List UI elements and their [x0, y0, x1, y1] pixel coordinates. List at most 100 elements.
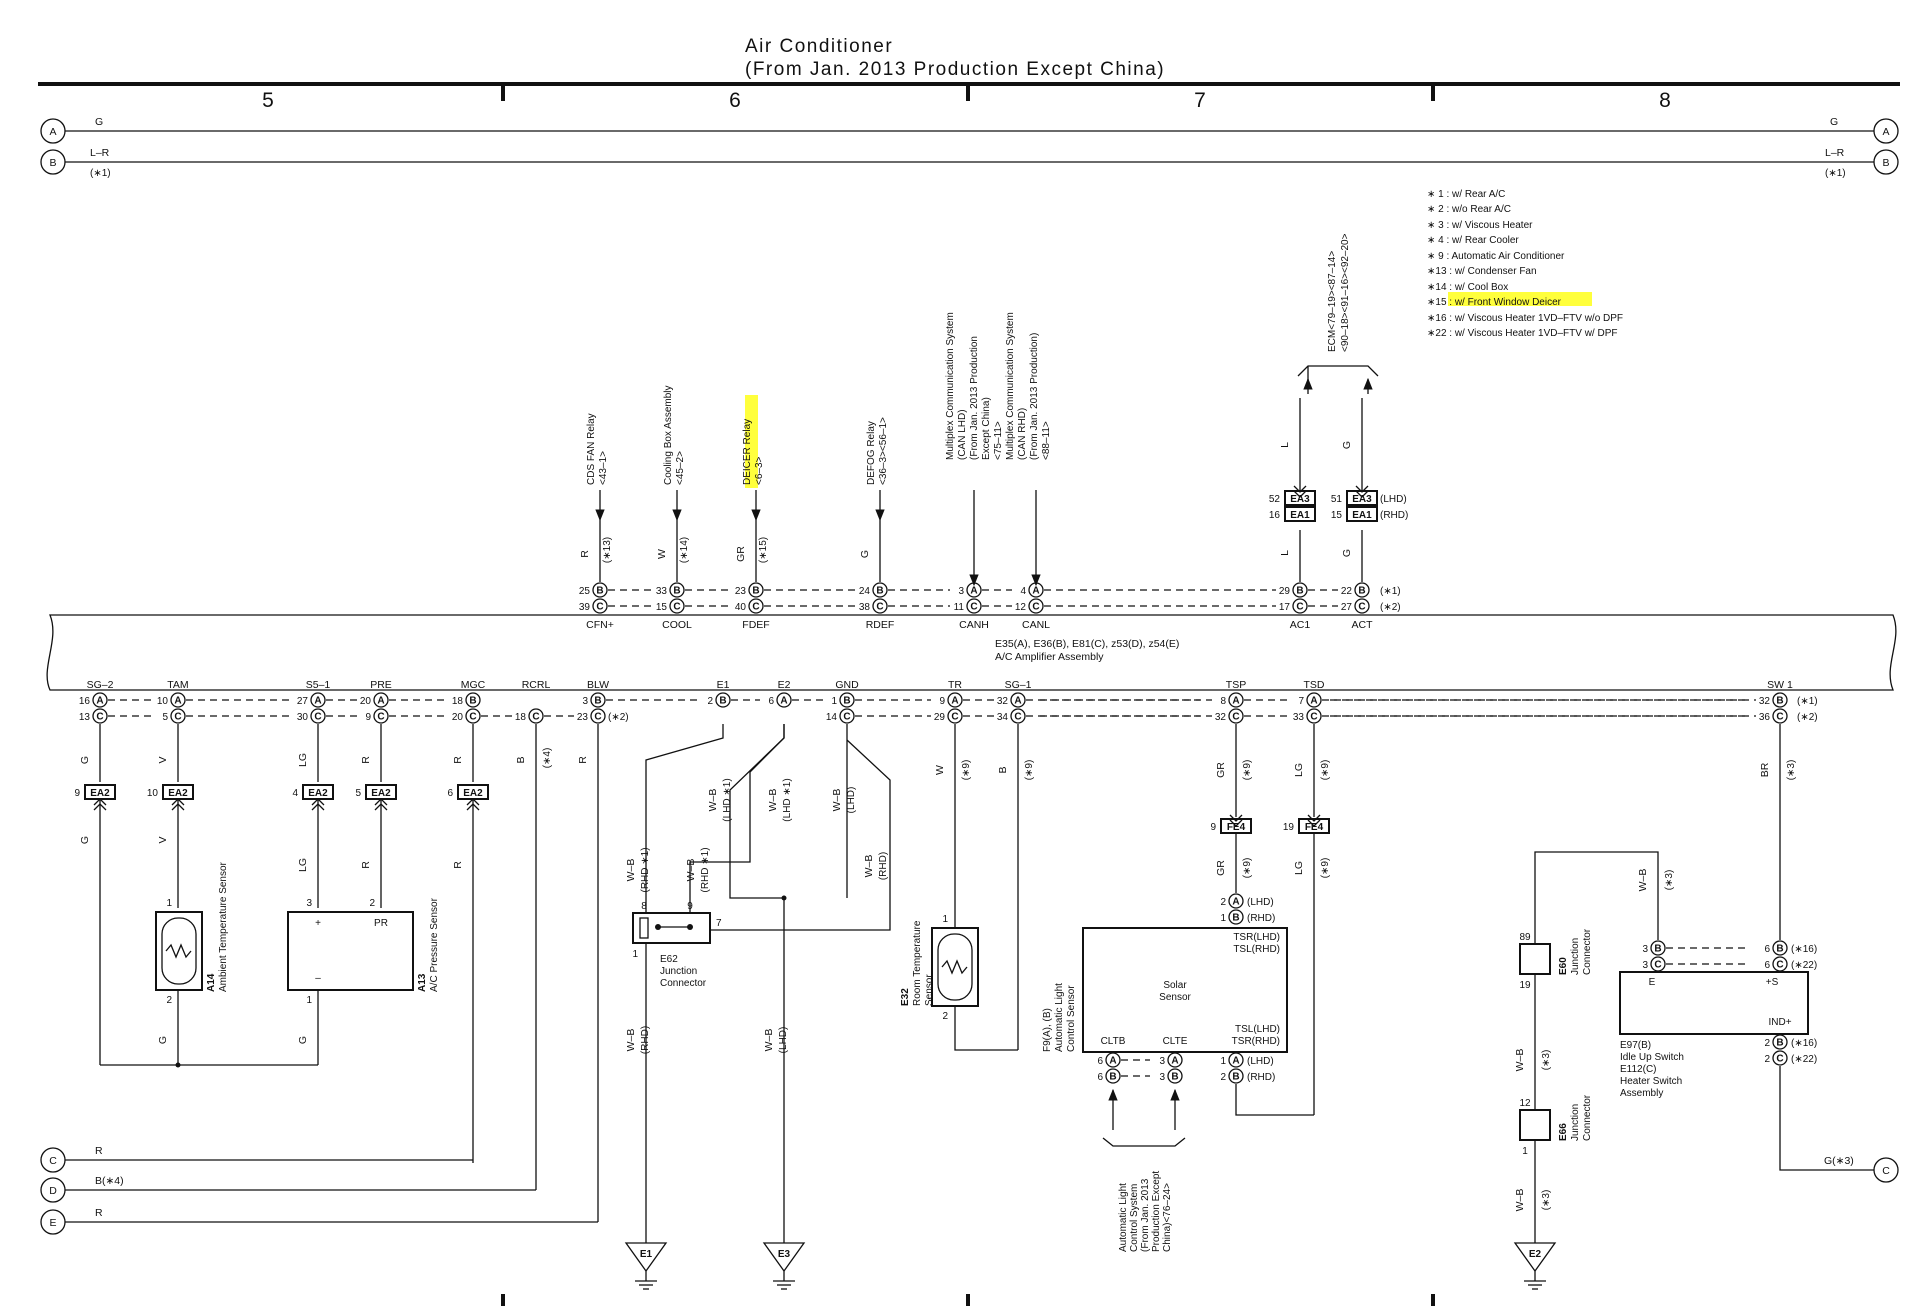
component-name: Junction: [1570, 1104, 1581, 1141]
connector-name: EA2: [308, 788, 328, 799]
bus-id: C: [49, 1155, 57, 1167]
legend-item: ∗ 1 : w/ Rear A/C: [1427, 189, 1505, 200]
connector-name: EA2: [371, 788, 391, 799]
wire-color: B: [515, 756, 527, 763]
bus-id: D: [49, 1185, 57, 1197]
connector-letter: A: [377, 696, 384, 707]
wire-color: LG: [1293, 763, 1305, 777]
wire-color: R: [360, 861, 372, 869]
option-note: (∗9): [1242, 760, 1253, 781]
pin-number: 38: [859, 602, 871, 613]
connector-letter: B: [1776, 696, 1783, 707]
pin-number: 1: [306, 995, 312, 1006]
terminal-name: S5–1: [306, 679, 331, 691]
pin-number: 15: [656, 602, 668, 613]
pin-number: 3: [1642, 944, 1648, 955]
pin-number: 34: [997, 712, 1009, 723]
connector-pin: [1228, 1068, 1244, 1084]
connector-letter: B: [1232, 913, 1239, 924]
connector-pin-number: 51: [1331, 494, 1343, 505]
pin-number: 23: [577, 712, 589, 723]
pin-number: 18: [452, 696, 464, 707]
pin-number: 1: [632, 949, 638, 960]
pin-number: 33: [1293, 712, 1305, 723]
wire-color: G(∗3): [1824, 1155, 1854, 1167]
terminal-name: E1: [717, 679, 730, 691]
component-id: E32: [900, 988, 911, 1006]
option-note: (RHD ∗1): [640, 847, 651, 892]
source-ref: <43–1>: [598, 451, 609, 485]
connector-letter: C: [1654, 960, 1661, 971]
pin-label: TSL(LHD): [1235, 1024, 1280, 1035]
component-name: Sensor: [1159, 992, 1191, 1003]
wire-color: R: [452, 756, 464, 764]
terminal-pin-b: [1292, 582, 1308, 598]
brace: [1102, 1137, 1186, 1147]
component-id: E66: [1558, 1123, 1569, 1141]
connector-letter: C: [970, 602, 977, 613]
connector-letter: C: [96, 712, 103, 723]
amplifier-name: A/C Amplifier Assembly: [995, 651, 1104, 663]
pin-number: 2: [1764, 1038, 1770, 1049]
source-ref: <6–3>: [754, 456, 765, 485]
source-name: CDS FAN Relay: [586, 413, 597, 485]
pin-label: +S: [1766, 977, 1779, 988]
connector-letter: B: [1654, 944, 1661, 955]
column-5: 5: [262, 89, 274, 112]
connector-pin: [92, 708, 108, 724]
pin-number: 9: [365, 712, 371, 723]
terminal-name: COOL: [662, 619, 692, 631]
option-note: (RHD): [1247, 913, 1275, 924]
svg-text:G: G: [1830, 116, 1838, 128]
option-note: (∗9): [1320, 858, 1331, 879]
connector-pin: [590, 708, 606, 724]
pin-number: 23: [735, 586, 747, 597]
connector-letter: C: [843, 712, 850, 723]
connector-ea3: [1284, 490, 1316, 506]
terminal-name: MGC: [461, 679, 486, 691]
connector-pin: [1228, 893, 1244, 909]
pin-number: 1: [1220, 1056, 1226, 1067]
terminal-pin-b: [669, 582, 685, 598]
column-7: 7: [1194, 89, 1206, 112]
wire-color: B(∗4): [95, 1175, 124, 1187]
connector-letter: B: [1358, 586, 1365, 597]
option-note: (∗4): [542, 748, 553, 769]
connector-pin: [947, 692, 963, 708]
wire-color: W–B: [767, 789, 779, 812]
option-note: (∗1): [1380, 586, 1401, 597]
ecm-label: ECM<79–19><87–14> <90–18><91–16><92–20>: [1327, 233, 1351, 352]
option-note: (∗9): [1024, 760, 1035, 781]
wire-color: G: [79, 756, 91, 764]
connector-pin: [310, 708, 326, 724]
pin-label: IND+: [1768, 1017, 1791, 1028]
source-name: Control System: [1129, 1184, 1140, 1252]
component-name: Ambient Temperature Sensor: [218, 861, 229, 992]
legend-item: ∗ 2 : w/o Rear A/C: [1427, 204, 1511, 215]
option-note: (∗3): [1541, 1050, 1552, 1071]
legend-item: ∗ 4 : w/ Rear Cooler: [1427, 235, 1519, 246]
pin-label: CLTE: [1163, 1036, 1188, 1047]
connector-pin: [715, 692, 731, 708]
wire-color: R: [360, 756, 372, 764]
pin-number: 32: [1215, 712, 1227, 723]
connector-name: FE4: [1305, 822, 1324, 833]
pin-label: TSR(LHD): [1233, 932, 1280, 943]
connector-letter: A: [1232, 696, 1239, 707]
component-id: A14: [206, 973, 217, 992]
option-note: (RHD): [1380, 510, 1408, 521]
wire-color: L: [1279, 442, 1291, 448]
pin-number: 6: [1097, 1072, 1103, 1083]
svg-text:Multiplex Communication System: Multiplex Communication System: [1005, 312, 1016, 460]
connector-letter: C: [1776, 960, 1783, 971]
connector-pin: [170, 692, 186, 708]
wire-color: R: [95, 1145, 103, 1157]
